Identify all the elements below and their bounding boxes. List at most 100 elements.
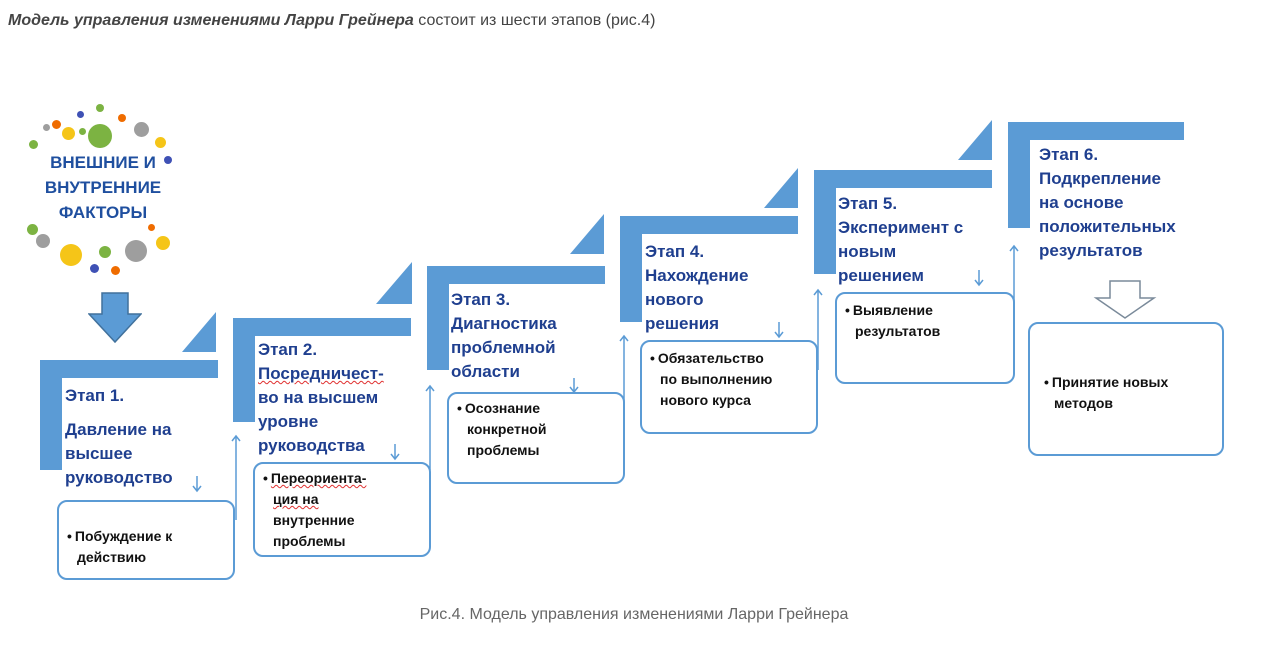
factors-line: ВНЕШНИЕ И bbox=[50, 153, 156, 172]
factor-dot bbox=[155, 137, 166, 148]
note-line: •Принятие новых bbox=[1044, 374, 1169, 390]
stair-corner bbox=[764, 168, 798, 208]
step-4-title: Этап 4. Нахождение нового решения bbox=[645, 240, 748, 336]
note-line: проблемы bbox=[273, 533, 346, 549]
note-text: Побуждение к bbox=[74, 528, 173, 544]
step-line: решения bbox=[645, 314, 720, 333]
step-1-title: Этап 1. Давление на высшее руководство bbox=[65, 384, 173, 490]
factor-dot bbox=[88, 124, 112, 148]
note-line: внутренние bbox=[273, 512, 355, 528]
factor-dot bbox=[29, 140, 38, 149]
factors-line: ФАКТОРЫ bbox=[58, 203, 148, 222]
stair-bar bbox=[1008, 122, 1030, 228]
note-line: ция на bbox=[263, 489, 421, 510]
step-line: высшее bbox=[65, 444, 133, 463]
factor-dot bbox=[164, 156, 172, 164]
note-line: результатов bbox=[855, 323, 941, 339]
factor-dot bbox=[90, 264, 99, 273]
note-line: по выполнению bbox=[660, 371, 773, 387]
step-line: нового bbox=[645, 290, 704, 309]
note-text: ция на bbox=[273, 491, 319, 507]
step-label: Этап 3. bbox=[451, 290, 511, 309]
factor-dot bbox=[27, 224, 38, 235]
note-text: Принятие новых bbox=[1051, 374, 1169, 390]
step-line: решением bbox=[838, 266, 924, 285]
step-2-note: •Переориента- ция на внутренние проблемы bbox=[253, 462, 431, 557]
note-line: методов bbox=[1054, 395, 1114, 411]
step-line: Давление на bbox=[65, 420, 172, 439]
step-line: Эксперимент с bbox=[838, 218, 964, 237]
note-text: Осознание bbox=[464, 400, 540, 416]
factor-dot bbox=[62, 127, 75, 140]
step-line: во на высшем bbox=[258, 388, 379, 407]
stair-bar bbox=[40, 360, 218, 378]
step-6-note: •Принятие новых методов bbox=[1028, 322, 1224, 456]
factor-dot bbox=[43, 124, 50, 131]
step-line: результатов bbox=[1039, 241, 1143, 260]
step-3-title: Этап 3. Диагностика проблемной области bbox=[451, 288, 557, 384]
stair-corner bbox=[570, 214, 604, 254]
step-label: Этап 4. bbox=[645, 242, 705, 261]
stair-bar bbox=[814, 170, 836, 274]
stair-corner bbox=[182, 312, 216, 352]
stair-bar bbox=[620, 216, 798, 234]
note-text: Переориента- bbox=[270, 470, 367, 486]
step-label: Этап 5. bbox=[838, 194, 898, 213]
factor-dot bbox=[148, 224, 155, 231]
step-1-note: •Побуждение к действию bbox=[57, 500, 235, 580]
step-label: Этап 1. bbox=[65, 386, 125, 405]
stair-bar bbox=[620, 216, 642, 322]
step-6-title: Этап 6. Подкрепление на основе положител… bbox=[1039, 143, 1176, 263]
factor-dot bbox=[77, 111, 84, 118]
factor-dot bbox=[125, 240, 147, 262]
factor-dot bbox=[60, 244, 82, 266]
intro-bold: Модель управления изменениями Ларри Грей… bbox=[8, 12, 414, 29]
note-line: •Осознание bbox=[457, 400, 540, 416]
factor-dot bbox=[111, 266, 120, 275]
step-line: уровне bbox=[258, 412, 319, 431]
factor-dot bbox=[134, 122, 149, 137]
intro-rest: состоит из шести этапов (рис.4) bbox=[413, 12, 656, 29]
step-line: Подкрепление bbox=[1039, 169, 1161, 188]
note-line: •Обязательство bbox=[650, 350, 764, 366]
factor-dot bbox=[52, 120, 61, 129]
stair-corner bbox=[958, 120, 992, 160]
step-5-note: •Выявление результатов bbox=[835, 292, 1015, 384]
stair-corner bbox=[376, 262, 412, 304]
step-line: проблемной bbox=[451, 338, 556, 357]
step-line: положительных bbox=[1039, 217, 1176, 236]
stair-bar bbox=[40, 360, 62, 470]
note-line: конкретной bbox=[467, 421, 547, 437]
step-2-title: Этап 2. Посредничест- во на высшем уровн… bbox=[258, 338, 384, 458]
stair-bar bbox=[814, 170, 992, 188]
note-line: •Переориента- bbox=[263, 470, 367, 486]
hollow-down-arrow-icon bbox=[1093, 280, 1157, 319]
note-text: Выявление bbox=[852, 302, 933, 318]
factor-dot bbox=[36, 234, 50, 248]
note-line: действию bbox=[77, 549, 147, 565]
stair-bar bbox=[427, 266, 449, 370]
step-line: Посредничест- bbox=[258, 364, 384, 383]
step-line: новым bbox=[838, 242, 897, 261]
step-label: Этап 2. bbox=[258, 340, 318, 359]
intro-text: Модель управления изменениями Ларри Грей… bbox=[8, 12, 655, 30]
step-label: Этап 6. bbox=[1039, 145, 1099, 164]
step-line: Нахождение bbox=[645, 266, 749, 285]
factors-title: ВНЕШНИЕ И ВНУТРЕННИЕ ФАКТОРЫ bbox=[28, 150, 178, 225]
step-3-note: •Осознание конкретной проблемы bbox=[447, 392, 625, 484]
down-arrow-icon bbox=[88, 292, 142, 344]
figure-caption: Рис.4. Модель управления изменениями Лар… bbox=[419, 606, 849, 623]
stair-bar bbox=[233, 318, 411, 336]
note-line: •Выявление bbox=[845, 302, 933, 318]
note-text: Обязательство bbox=[657, 350, 764, 366]
note-line: проблемы bbox=[467, 442, 540, 458]
stair-bar bbox=[233, 318, 255, 422]
step-line: области bbox=[451, 362, 520, 381]
step-4-note: •Обязательство по выполнению нового курс… bbox=[640, 340, 818, 434]
step-line: Диагностика bbox=[451, 314, 557, 333]
stair-bar bbox=[1008, 122, 1184, 140]
factors-line: ВНУТРЕННИЕ bbox=[44, 178, 162, 197]
factor-dot bbox=[96, 104, 104, 112]
factor-dot bbox=[118, 114, 126, 122]
